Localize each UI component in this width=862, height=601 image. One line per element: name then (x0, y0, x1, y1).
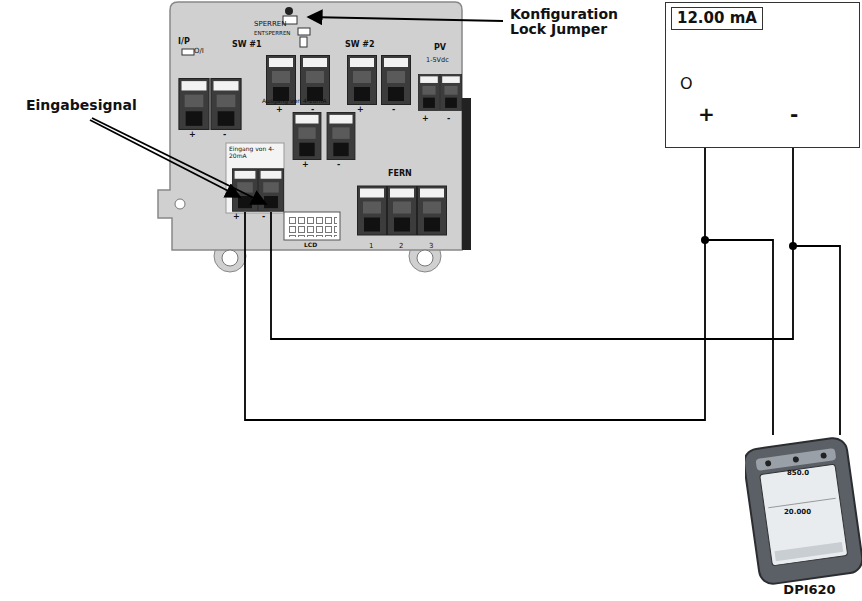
device-label: DPI620 (783, 583, 835, 597)
label: 1-5Vdc (426, 57, 449, 64)
label: Eingang von 4-20mA (229, 146, 281, 159)
label: - (337, 161, 340, 170)
label: 20.000 (784, 509, 811, 517)
label: Ausgang von 4-20mA (262, 98, 327, 105)
label: + (189, 131, 196, 140)
label: + (233, 213, 240, 222)
label: - (447, 115, 450, 124)
label: Eingabesignal (26, 98, 137, 113)
wire (705, 148, 773, 435)
meter-mark: + (698, 103, 715, 125)
calibrator-device: DPI620 (745, 435, 862, 600)
label: SW #2 (345, 41, 375, 50)
label: - (311, 106, 314, 115)
meter-mark: O (680, 75, 693, 93)
label: 850.0 (787, 470, 809, 478)
wire (793, 148, 840, 435)
meter-mark: - (790, 103, 798, 125)
label: 2 (399, 243, 403, 251)
label: - (262, 213, 265, 222)
label: + (276, 106, 283, 115)
label: - (223, 131, 226, 140)
label: + (357, 106, 364, 115)
label: + (422, 115, 429, 124)
label: - (392, 106, 395, 115)
label: SW #1 (232, 41, 262, 50)
label: FERN (388, 170, 412, 179)
label: PV (434, 44, 446, 53)
label: Konfiguration Lock Jumper (510, 7, 628, 38)
label: O/I (194, 48, 204, 56)
meter-display: 12.00 mA (671, 7, 763, 30)
label: 3 (429, 243, 433, 251)
label: 1 (369, 243, 373, 251)
label: + (302, 161, 309, 170)
label: ENTSPERREN (254, 30, 290, 36)
label: LCD (304, 242, 317, 249)
label: SPERREN (254, 21, 286, 29)
meter-box: 12.00 mA O + - (665, 2, 860, 148)
label: I/P (178, 38, 190, 47)
